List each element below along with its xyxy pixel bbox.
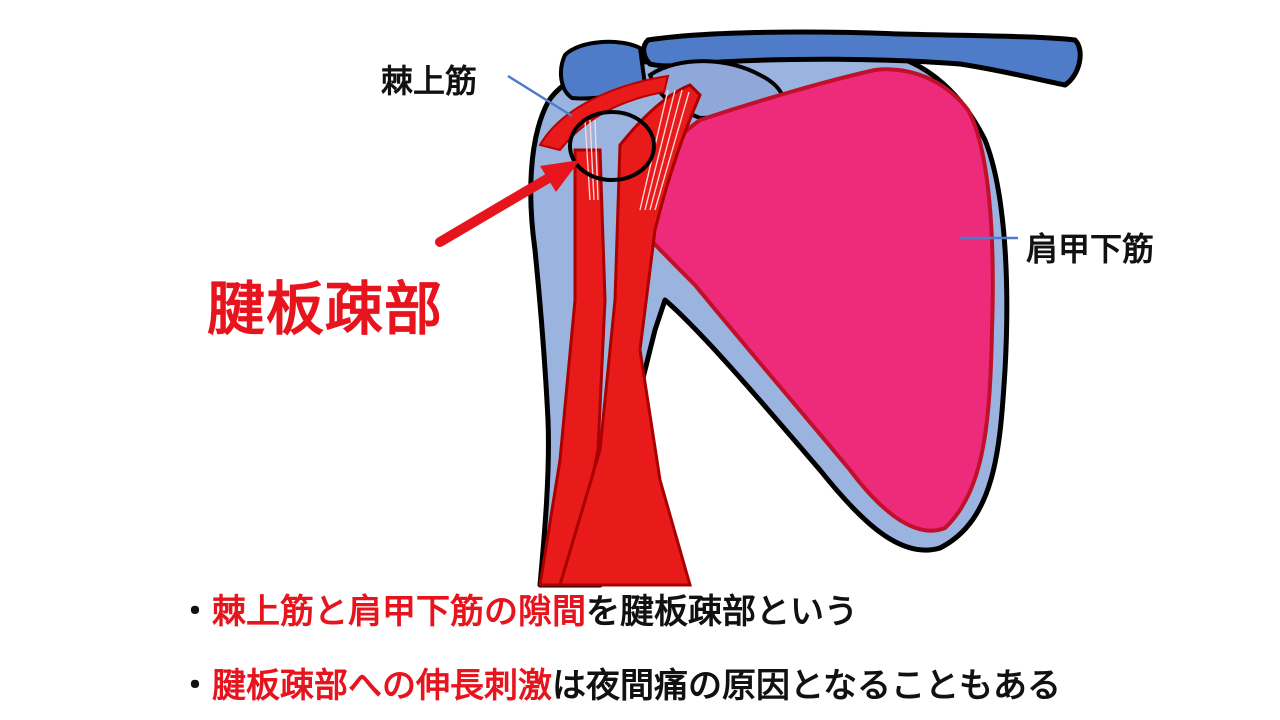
bullet-text: を腱板疎部という (586, 592, 858, 632)
bullet-marker: ・ (178, 592, 212, 632)
rotator-interval-circle (568, 110, 656, 182)
bullet-highlight: 棘上筋と肩甲下筋の隙間 (212, 592, 586, 632)
bullet-highlight: 腱板疎部への伸長刺激 (212, 666, 552, 706)
supraspinatus-label: 棘上筋 (381, 62, 478, 100)
subscapularis-label: 肩甲下筋 (1026, 230, 1155, 268)
tendon-fibres (584, 89, 690, 211)
bullet-text: は夜間痛の原因となることもある (552, 666, 1061, 706)
bullet-marker: ・ (178, 666, 212, 706)
subscapularis-muscle (622, 67, 995, 533)
bullet-item: ・棘上筋と肩甲下筋の隙間を腱板疎部という (178, 592, 1258, 632)
rotator-interval-label: 腱板疎部 (207, 275, 444, 343)
biceps-short-head (557, 83, 702, 587)
shoulder-anatomy-illustration (435, 29, 1083, 588)
supraspinatus-leader-line (507, 74, 573, 118)
bullet-list: ・棘上筋と肩甲下筋の隙間を腱板疎部という ・腱板疎部への伸長刺激は夜間痛の原因と… (178, 592, 1258, 720)
rotator-interval-arrow (435, 160, 580, 247)
bullet-item: ・腱板疎部への伸長刺激は夜間痛の原因となることもある (178, 666, 1258, 706)
